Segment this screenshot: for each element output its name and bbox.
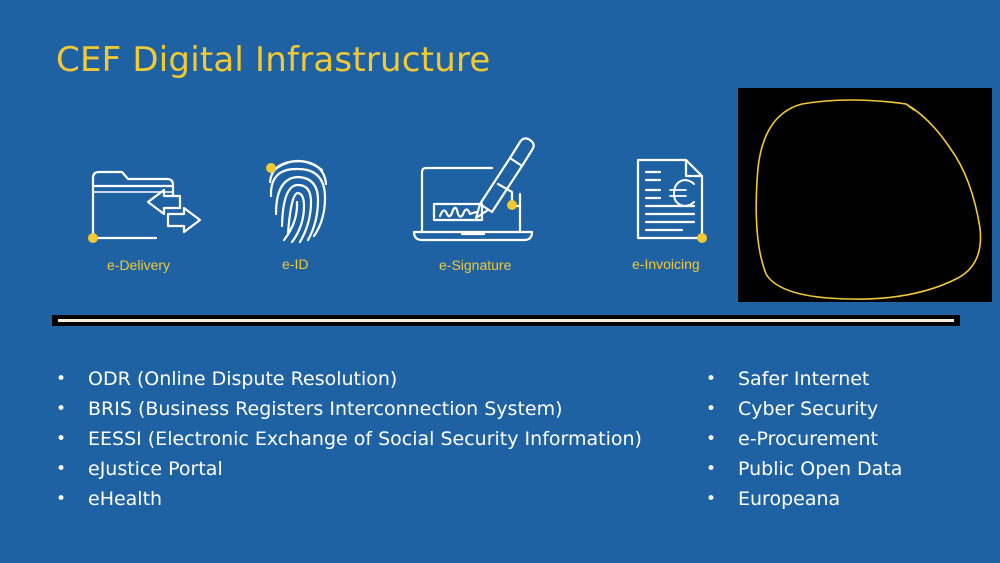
euro-invoice-icon <box>636 158 707 243</box>
list-item: •BRIS (Business Registers Interconnectio… <box>56 398 563 420</box>
list-item: •Safer Internet <box>706 368 870 390</box>
black-annotation-panel <box>738 88 992 302</box>
left-bullet-list: •ODR (Online Dispute Resolution) •BRIS (… <box>56 364 642 514</box>
right-bullet-list: •Safer Internet •Cyber Security •e-Procu… <box>706 364 902 514</box>
list-item: •eHealth <box>56 488 163 510</box>
icon-caption-e-invoicing: e-Invoicing <box>632 256 700 272</box>
list-item: •Cyber Security <box>706 398 879 420</box>
list-item: •eJustice Portal <box>56 458 223 480</box>
icon-caption-e-delivery: e-Delivery <box>107 257 171 273</box>
icon-caption-e-id: e-ID <box>282 256 309 272</box>
divider-line <box>58 319 954 322</box>
list-item: •ODR (Online Dispute Resolution) <box>56 368 398 390</box>
icon-caption-e-signature: e-Signature <box>439 257 512 273</box>
fingerprint-icon <box>266 159 328 244</box>
list-item: •e-Procurement <box>706 428 878 450</box>
slide-title: CEF Digital Infrastructure <box>56 40 491 80</box>
list-item: •Europeana <box>706 488 841 510</box>
list-item: •Public Open Data <box>706 458 903 480</box>
list-item: •EESSI (Electronic Exchange of Social Se… <box>56 428 642 450</box>
loop-scribble-icon <box>755 99 982 300</box>
folder-exchange-icon <box>88 170 202 243</box>
laptop-signature-icon <box>412 137 535 242</box>
